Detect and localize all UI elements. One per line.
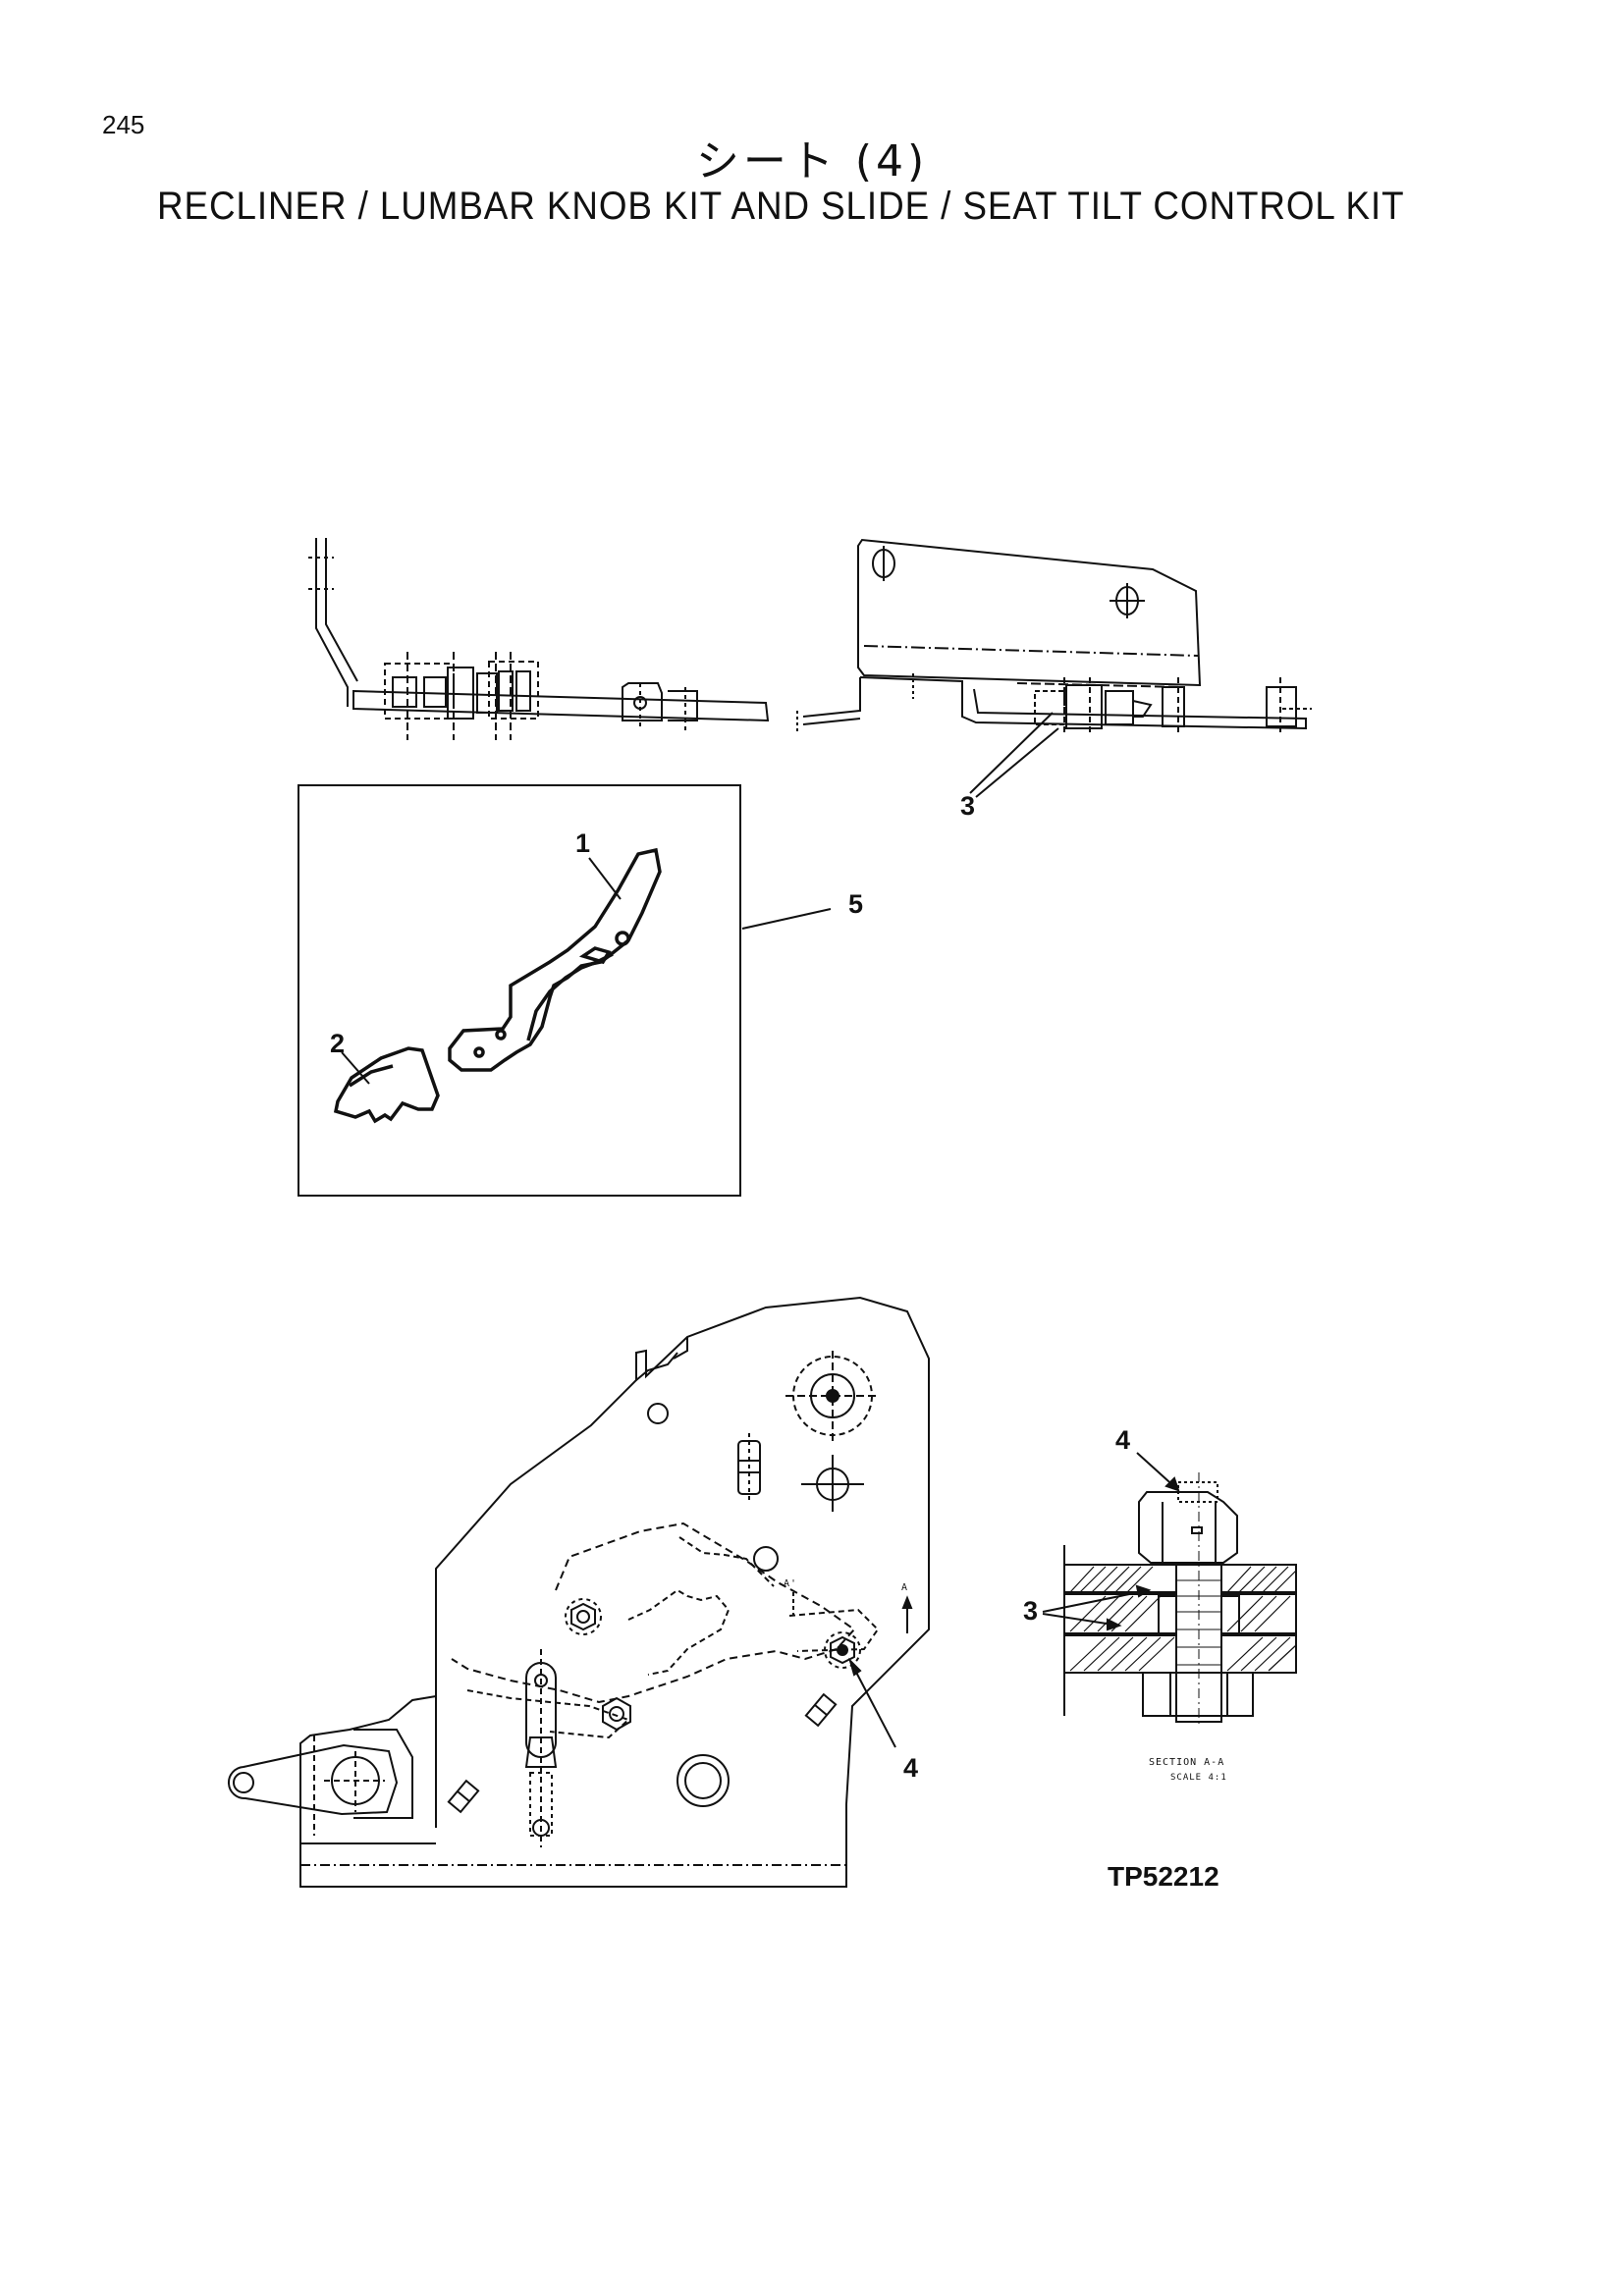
page-title: RECLINER / LUMBAR KNOB KIT AND SLIDE / S… [157, 185, 1405, 228]
section-mark-a: A [901, 1582, 909, 1593]
callout-4-section: 4 [1115, 1425, 1131, 1455]
section-a-a [1063, 1472, 1297, 1728]
section-mark-a-prime: A' [784, 1578, 798, 1589]
page-number: 245 [102, 110, 145, 139]
knob-part [333, 1046, 440, 1124]
callout-2: 2 [330, 1029, 346, 1058]
kit-box [298, 784, 741, 1197]
callout-3-section: 3 [1023, 1596, 1039, 1626]
section-scale: SCALE 4:1 [1170, 1773, 1227, 1783]
slide-side-view [796, 538, 1312, 736]
tilt-control-plate [228, 1296, 930, 1888]
callout-4-main: 4 [903, 1753, 919, 1783]
callout-5: 5 [848, 889, 864, 919]
drawing-code: TP52212 [1108, 1861, 1219, 1892]
lever-part [448, 847, 662, 1072]
callout-1: 1 [575, 828, 591, 858]
callout-3-top: 3 [960, 791, 976, 821]
section-title: SECTION A-A [1149, 1757, 1225, 1768]
page-title-japanese: シート (4) [695, 136, 929, 187]
recliner-side-view [308, 538, 770, 740]
